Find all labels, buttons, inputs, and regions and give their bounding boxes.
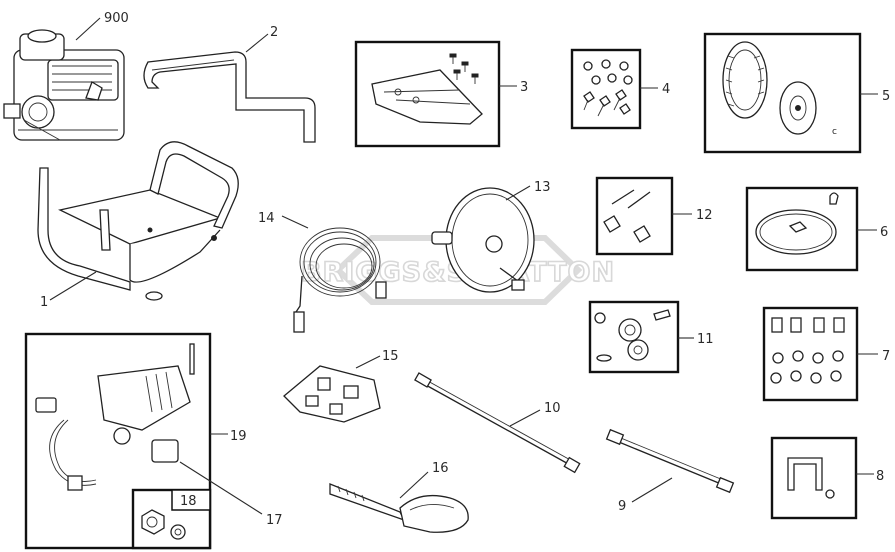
callout-9: 9: [618, 499, 626, 514]
callout-7: 7: [882, 349, 890, 364]
part-hardware-kit-4[interactable]: [583, 59, 633, 117]
callout-11: 11: [697, 332, 714, 347]
callout-17: 17: [266, 513, 283, 528]
part-bearing-kit[interactable]: [594, 309, 671, 362]
part-engine[interactable]: [3, 29, 125, 141]
part-spray-wand-9[interactable]: [605, 428, 735, 494]
box-part-4: [570, 48, 642, 130]
box-part-12: [595, 176, 674, 256]
part-high-pressure-hose[interactable]: [293, 227, 387, 333]
callout-2: 2: [270, 25, 278, 40]
part-nozzle-holder[interactable]: [283, 365, 381, 423]
callout-6: 6: [880, 225, 888, 240]
callout-10: 10: [544, 401, 561, 416]
part-pump-assembly[interactable]: [35, 343, 195, 491]
part-hose-reel[interactable]: [431, 187, 535, 293]
callout-12: 12: [696, 208, 713, 223]
callout-16: 16: [432, 461, 449, 476]
part-bracket-kit[interactable]: [371, 53, 483, 125]
callout-3: 3: [520, 80, 528, 95]
part-fitting-kit[interactable]: [141, 509, 186, 540]
callout-18-frame: [171, 489, 211, 511]
part-handle[interactable]: [143, 51, 316, 143]
box-part-8: [770, 436, 858, 520]
part-spray-wand-10[interactable]: [414, 372, 581, 474]
clip-glyph: c: [832, 127, 837, 137]
callout-19: 19: [230, 429, 247, 444]
part-spray-gun[interactable]: [329, 483, 469, 533]
part-frame[interactable]: [37, 141, 239, 301]
part-belt-kit[interactable]: [755, 192, 839, 255]
callout-13: 13: [534, 180, 551, 195]
part-isolator-kit[interactable]: [770, 317, 845, 384]
part-wheel[interactable]: c: [722, 41, 837, 137]
part-bolt-kit[interactable]: [603, 189, 651, 243]
callout-900: 900: [104, 11, 129, 26]
callout-5: 5: [882, 89, 890, 104]
callout-18: 18: [180, 494, 197, 509]
callout-15: 15: [382, 349, 399, 364]
callout-14: 14: [258, 211, 275, 226]
part-handle-bracket[interactable]: [787, 457, 835, 499]
callout-8: 8: [876, 469, 884, 484]
callout-4: 4: [662, 82, 670, 97]
callout-1: 1: [40, 295, 48, 310]
